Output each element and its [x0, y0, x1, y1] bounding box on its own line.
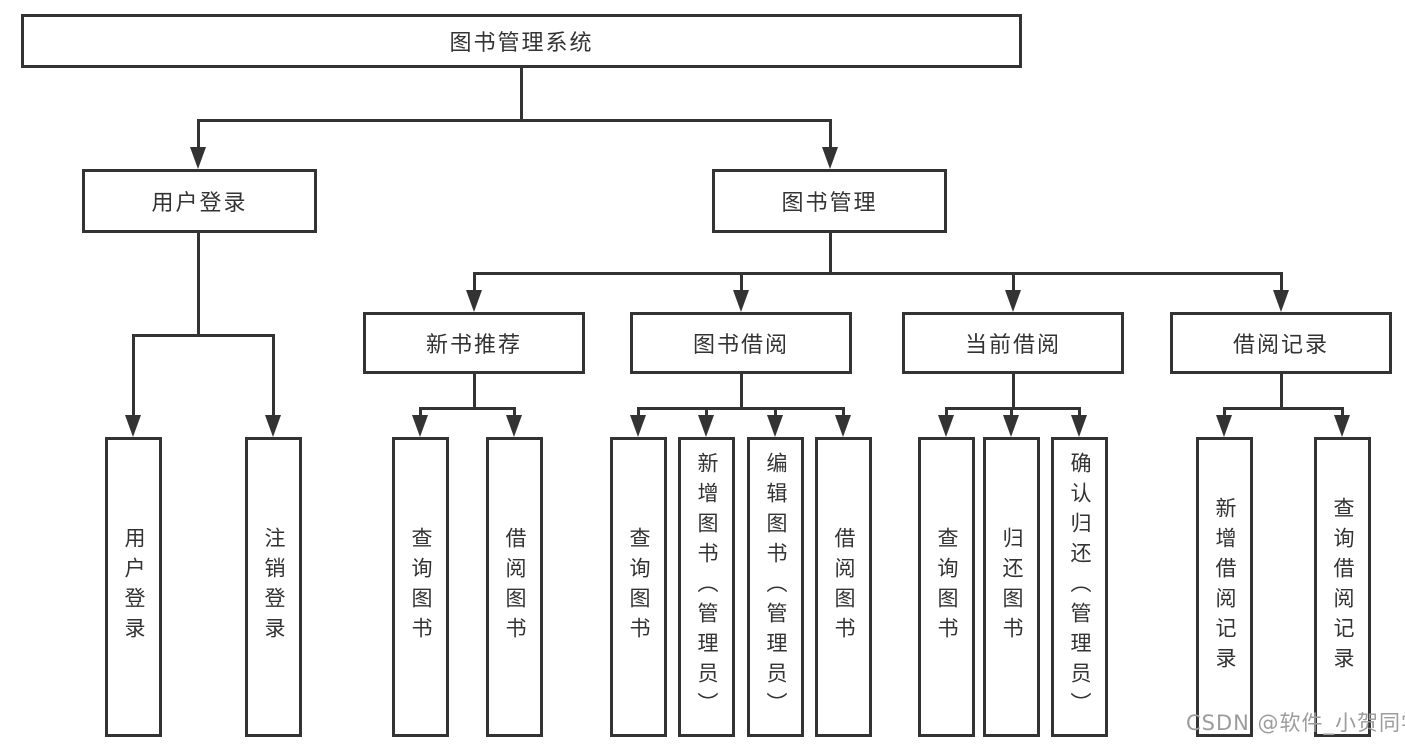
connector-current-borrow-horizontal [945, 407, 1081, 410]
connector-drop [1223, 407, 1226, 417]
leaf-confirm-return-admin-label: 确认归还（管理员） [1068, 452, 1092, 722]
node-book-borrow: 图书借阅 [630, 312, 852, 374]
connector-level1-horizontal [197, 119, 832, 122]
arrow-down-icon [265, 415, 281, 437]
connector-drop-book-management [829, 119, 832, 149]
arrow-down-icon [506, 415, 522, 437]
node-new-book-recommend: 新书推荐 [363, 312, 585, 374]
leaf-recommend-borrow-books: 借阅图书 [486, 437, 543, 737]
leaf-add-borrow-record: 新增借阅记录 [1196, 437, 1253, 737]
arrow-down-icon [1273, 290, 1289, 312]
node-borrow-records-label: 借阅记录 [1232, 333, 1329, 358]
leaf-recommend-borrow-books-label: 借阅图书 [503, 527, 527, 647]
connector-drop-current-borrow [1012, 272, 1015, 291]
node-book-management: 图书管理 [712, 169, 947, 233]
connector-drop [705, 407, 708, 417]
leaf-add-books-admin: 新增图书（管理员） [678, 437, 735, 737]
leaf-borrow-books-label: 借阅图书 [832, 527, 856, 647]
leaf-add-books-admin-label: 新增图书（管理员） [695, 452, 719, 722]
node-current-borrow-label: 当前借阅 [964, 333, 1061, 358]
connector-book-borrow-stub [740, 374, 743, 410]
leaf-edit-books-admin-label: 编辑图书（管理员） [764, 452, 788, 722]
leaf-borrow-query-books: 查询图书 [610, 437, 667, 737]
arrow-down-icon [698, 415, 714, 437]
csdn-watermark: CSDN @软件_小贺同学 [1186, 711, 1405, 735]
leaf-current-query-books-label: 查询图书 [935, 527, 959, 647]
arrow-down-icon [125, 415, 141, 437]
arrow-down-icon [466, 290, 482, 312]
connector-book-borrow-horizontal [637, 407, 845, 410]
node-root-system-label: 图书管理系统 [449, 31, 594, 56]
leaf-query-borrow-record: 查询借阅记录 [1314, 437, 1371, 737]
leaf-logout-label: 注销登录 [262, 527, 286, 647]
connector-new-book-stub [473, 374, 476, 410]
connector-new-book-horizontal [419, 407, 516, 410]
leaf-borrow-books: 借阅图书 [815, 437, 872, 737]
leaf-user-login: 用户登录 [105, 437, 162, 737]
node-user-login-label: 用户登录 [151, 191, 248, 216]
connector-borrow-records-stub [1280, 374, 1283, 410]
leaf-user-login-label: 用户登录 [122, 527, 146, 647]
connector-root-stub [520, 68, 523, 122]
connector-user-login-horizontal [132, 334, 275, 337]
connector-drop-new-book [473, 272, 476, 291]
arrow-down-icon [733, 290, 749, 312]
connector-drop-leaf-logout [272, 334, 275, 416]
leaf-confirm-return-admin: 确认归还（管理员） [1051, 437, 1108, 737]
leaf-add-borrow-record-label: 新增借阅记录 [1213, 497, 1237, 677]
arrow-down-icon [630, 415, 646, 437]
connector-drop [945, 407, 948, 417]
node-borrow-records: 借阅记录 [1170, 312, 1392, 374]
connector-drop [419, 407, 422, 417]
connector-drop-borrow-records [1280, 272, 1283, 291]
leaf-query-borrow-record-label: 查询借阅记录 [1331, 497, 1355, 677]
connector-drop-user-login [197, 119, 200, 149]
connector-current-borrow-stub [1012, 374, 1015, 410]
connector-drop [842, 407, 845, 417]
connector-drop [1078, 407, 1081, 417]
leaf-return-books-label: 归还图书 [1000, 527, 1024, 647]
arrow-down-icon [767, 415, 783, 437]
connector-level3-horizontal [473, 272, 1283, 275]
node-new-book-recommend-label: 新书推荐 [425, 333, 522, 358]
leaf-current-query-books: 查询图书 [918, 437, 975, 737]
connector-drop [774, 407, 777, 417]
leaf-logout: 注销登录 [245, 437, 302, 737]
connector-borrow-records-horizontal [1223, 407, 1344, 410]
leaf-edit-books-admin: 编辑图书（管理员） [747, 437, 804, 737]
connector-drop [513, 407, 516, 417]
arrow-down-icon [1216, 415, 1232, 437]
arrow-down-icon [1003, 415, 1019, 437]
connector-drop-book-borrow [740, 272, 743, 291]
arrow-down-icon [190, 147, 206, 169]
node-root-system: 图书管理系统 [21, 14, 1022, 68]
arrow-down-icon [1005, 290, 1021, 312]
arrow-down-icon [938, 415, 954, 437]
node-book-borrow-label: 图书借阅 [692, 333, 789, 358]
node-book-management-label: 图书管理 [781, 191, 878, 216]
leaf-return-books: 归还图书 [983, 437, 1040, 737]
connector-drop [1010, 407, 1013, 417]
arrow-down-icon [835, 415, 851, 437]
connector-drop [637, 407, 640, 417]
leaf-borrow-query-books-label: 查询图书 [627, 527, 651, 647]
node-current-borrow: 当前借阅 [902, 312, 1124, 374]
arrow-down-icon [1334, 415, 1350, 437]
connector-book-management-stub [829, 233, 832, 275]
arrow-down-icon [1071, 415, 1087, 437]
arrow-down-icon [412, 415, 428, 437]
connector-user-login-stub [197, 233, 200, 337]
connector-drop [1341, 407, 1344, 417]
arrow-down-icon [822, 147, 838, 169]
node-user-login: 用户登录 [82, 169, 317, 233]
leaf-recommend-query-books: 查询图书 [392, 437, 449, 737]
connector-drop-leaf-user-login [132, 334, 135, 416]
leaf-recommend-query-books-label: 查询图书 [409, 527, 433, 647]
